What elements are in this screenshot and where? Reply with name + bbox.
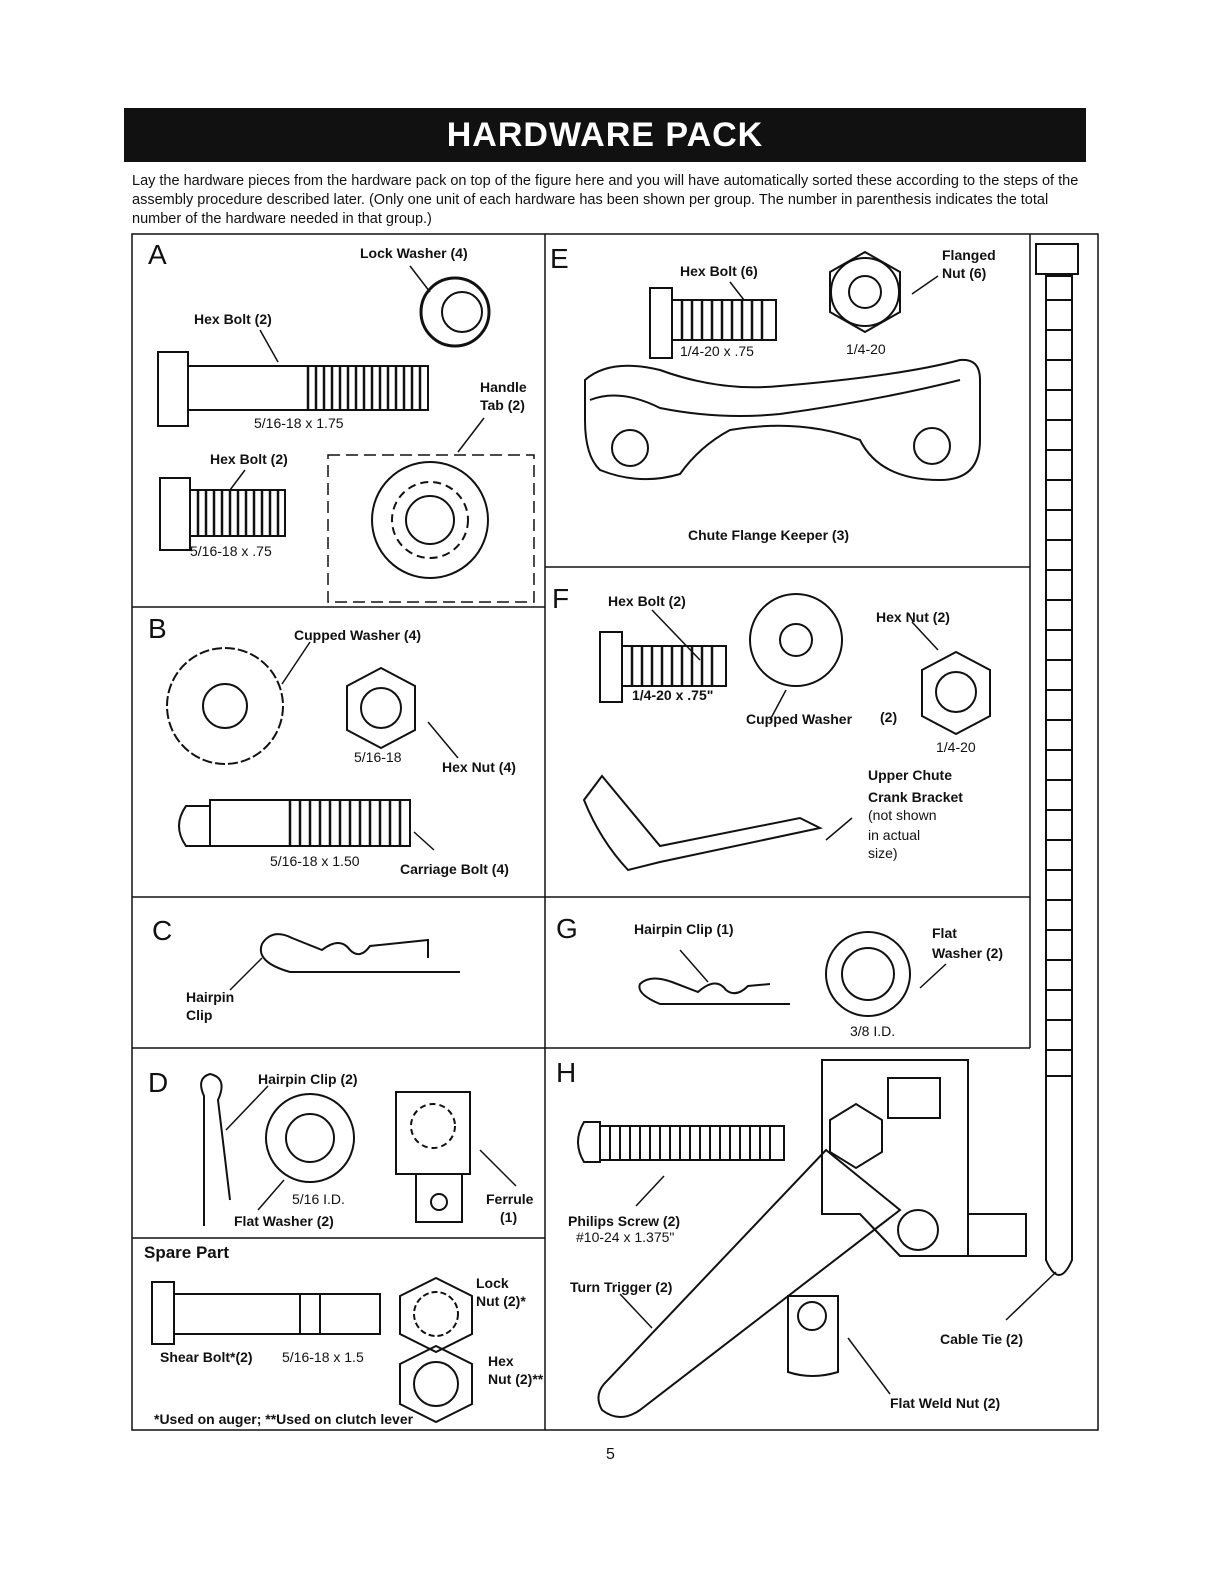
section-c-art bbox=[229, 933, 460, 991]
carriage-size-label: 5/16-18 x 1.50 bbox=[270, 853, 360, 869]
page-number: 5 bbox=[606, 1446, 615, 1463]
section-h-art bbox=[577, 243, 1079, 1418]
bracket-label-4: in actual bbox=[868, 827, 921, 843]
chute-keeper-label: Chute Flange Keeper (3) bbox=[688, 527, 850, 543]
washer-size-label: 5/16 I.D. bbox=[292, 1191, 345, 1207]
handle-tab-count: Tab (2) bbox=[480, 397, 525, 413]
bracket-label-5: size) bbox=[868, 845, 898, 861]
lock-nut-label: Lock bbox=[476, 1275, 509, 1291]
section-f-art bbox=[582, 593, 991, 872]
hairpin-clip-d-label: Hairpin Clip (2) bbox=[258, 1071, 358, 1087]
grid-frame bbox=[131, 233, 1099, 1431]
bracket-label-2: Crank Bracket bbox=[868, 789, 963, 805]
intro-text: Lay the hardware pieces from the hardwar… bbox=[132, 173, 1079, 227]
nut-size-f-label: 1/4-20 bbox=[936, 739, 976, 755]
hex-bolt-label-2: Hex Bolt (2) bbox=[210, 451, 288, 467]
carriage-bolt-label: Carriage Bolt (4) bbox=[400, 861, 509, 877]
flat-weld-nut-label: Flat Weld Nut (2) bbox=[890, 1395, 1001, 1411]
hairpin-clip-label-2: Clip bbox=[186, 1007, 213, 1023]
hairpin-clip-label: Hairpin bbox=[186, 989, 235, 1005]
section-a-art bbox=[157, 265, 491, 579]
section-e-art bbox=[584, 250, 981, 482]
cupped-washer-label: Cupped Washer (4) bbox=[294, 627, 422, 643]
hex-bolt-label: Hex Bolt (2) bbox=[194, 311, 272, 327]
lock-nut-count: Nut (2)* bbox=[476, 1293, 526, 1309]
nut-size-e-label: 1/4-20 bbox=[846, 341, 886, 357]
bolt-size-e-label: 1/4-20 x .75 bbox=[680, 343, 754, 359]
washer-size-g-label: 3/8 I.D. bbox=[850, 1023, 896, 1039]
hex-bolt-e-label: Hex Bolt (6) bbox=[680, 263, 758, 279]
spare-part-heading: Spare Part bbox=[144, 1243, 230, 1262]
footnote: *Used on auger; **Used on clutch lever bbox=[154, 1411, 414, 1427]
turn-trigger-label: Turn Trigger (2) bbox=[570, 1279, 673, 1295]
ferrule-label: Ferrule bbox=[486, 1191, 534, 1207]
flat-washer-label: Flat Washer (2) bbox=[234, 1213, 334, 1229]
section-c-letter: C bbox=[152, 915, 173, 946]
section-a-letter: A bbox=[148, 239, 167, 270]
bracket-label-1: Upper Chute bbox=[868, 767, 952, 783]
section-d-art bbox=[151, 1072, 517, 1424]
section-h-letter: H bbox=[556, 1057, 577, 1088]
cable-tie-label: Cable Tie (2) bbox=[940, 1331, 1023, 1347]
hex-nut-d-count: Nut (2)** bbox=[488, 1371, 544, 1387]
lock-washer-label: Lock Washer (4) bbox=[360, 245, 468, 261]
section-d-letter: D bbox=[148, 1067, 169, 1098]
hex-nut-d-label: Hex bbox=[488, 1353, 514, 1369]
flat-washer-g-label: Flat bbox=[932, 925, 957, 941]
flanged-nut-label: Flanged bbox=[942, 247, 996, 263]
section-b-art bbox=[166, 641, 459, 851]
bolt-size-label: 5/16-18 x 1.75 bbox=[254, 415, 344, 431]
ferrule-count: (1) bbox=[500, 1209, 518, 1225]
bracket-label-3: (not shown bbox=[868, 807, 937, 823]
flat-washer-g-count: Washer (2) bbox=[932, 945, 1004, 961]
handle-tab-label: Handle bbox=[480, 379, 527, 395]
section-e-letter: E bbox=[550, 243, 569, 274]
hex-nut-f-label: Hex Nut (2) bbox=[876, 609, 950, 625]
philips-screw-size: #10-24 x 1.375" bbox=[576, 1229, 675, 1245]
section-g-art bbox=[638, 931, 947, 1017]
hex-nut-label: Hex Nut (4) bbox=[442, 759, 516, 775]
cupped-washer-f-count: (2) bbox=[880, 709, 898, 725]
section-f-letter: F bbox=[552, 583, 570, 614]
philips-screw-label: Philips Screw (2) bbox=[568, 1213, 681, 1229]
section-g-letter: G bbox=[556, 913, 578, 944]
bolt-size-label-2: 5/16-18 x .75 bbox=[190, 543, 272, 559]
section-b-letter: B bbox=[148, 613, 167, 644]
hex-bolt-f-label: Hex Bolt (2) bbox=[608, 593, 686, 609]
page-title: HARDWARE PACK bbox=[124, 108, 1086, 162]
hairpin-clip-g-label: Hairpin Clip (1) bbox=[634, 921, 734, 937]
bolt-size-f-label: 1/4-20 x .75" bbox=[632, 687, 714, 703]
flanged-nut-count: Nut (6) bbox=[942, 265, 987, 281]
shear-bolt-label: Shear Bolt*(2) bbox=[160, 1349, 253, 1365]
nut-size-label: 5/16-18 bbox=[354, 749, 402, 765]
shear-size-label: 5/16-18 x 1.5 bbox=[282, 1349, 364, 1365]
cupped-washer-f-label: Cupped Washer bbox=[746, 711, 853, 727]
